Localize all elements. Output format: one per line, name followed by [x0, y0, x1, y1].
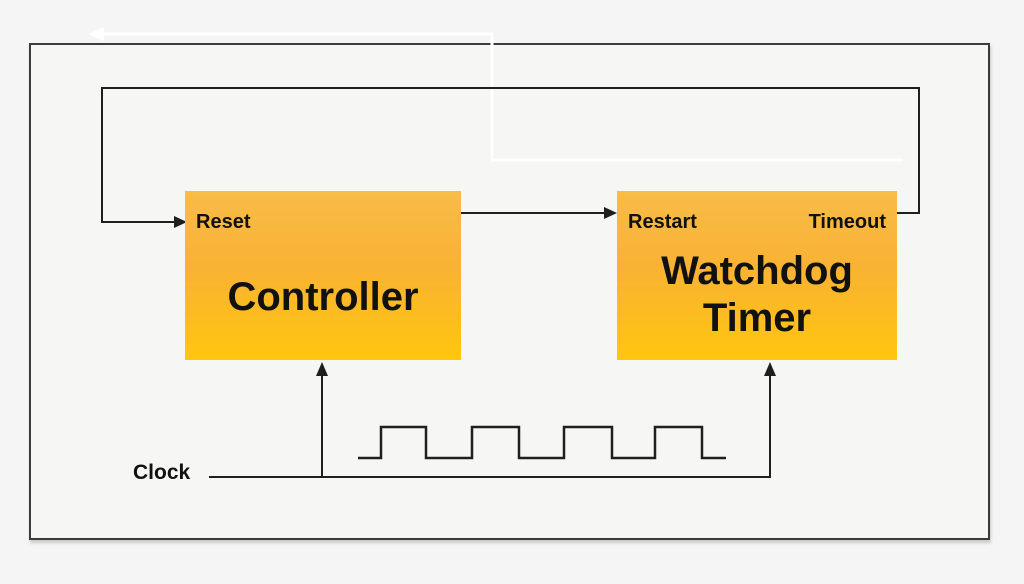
- watchdog-clock-arrowhead-icon: [764, 362, 776, 376]
- watchdog-timer-title: Watchdog Timer: [617, 248, 897, 342]
- ghost-feedback-line: [100, 32, 903, 162]
- watchdog-title-line1: Watchdog: [661, 249, 853, 293]
- clock-signal-label: Clock: [133, 461, 191, 484]
- watchdog-timer-block: Restart Timeout Watchdog Timer: [617, 191, 897, 360]
- timeout-port-label: Timeout: [808, 211, 886, 233]
- watchdog-title-line2: Timer: [702, 296, 812, 340]
- controller-clock-arrowhead-icon: [316, 362, 328, 376]
- controller-title: Controller: [227, 275, 419, 319]
- reset-arrowhead-icon: [174, 216, 187, 228]
- timeout-to-reset-feedback-line: [101, 87, 920, 223]
- reset-port-label: Reset: [196, 211, 251, 233]
- clock-waveform: [358, 425, 726, 460]
- clock-line: [209, 366, 771, 478]
- ghost-arrowhead-left-icon: [88, 27, 104, 41]
- restart-port-label: Restart: [628, 211, 697, 233]
- controller-block: Reset Controller: [185, 191, 461, 360]
- restart-arrowhead-icon: [604, 207, 617, 219]
